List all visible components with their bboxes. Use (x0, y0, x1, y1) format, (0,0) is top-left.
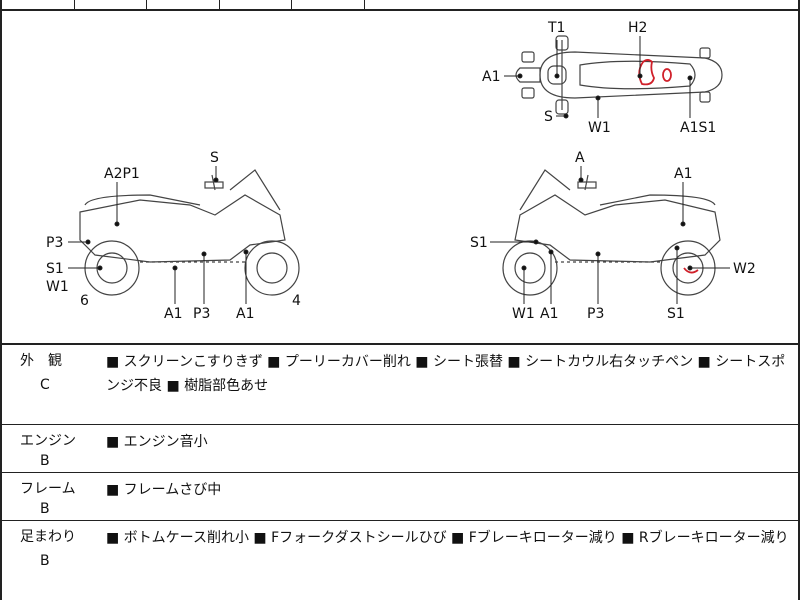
section-remarks: ■ フレームさび中 (106, 482, 222, 498)
section-label: 外 観 (20, 353, 62, 369)
left-view-scooter (79, 169, 300, 296)
section-remarks: ■ スクリーンこすりきず ■ プーリーカバー削れ ■ シート張替 ■ シートカウ… (106, 354, 786, 394)
label-s1: S1 (470, 235, 488, 251)
label-w1: W1 (588, 120, 611, 136)
section-label: エンジン (20, 433, 76, 449)
section-grade: B (40, 501, 50, 517)
header-divider (146, 0, 147, 10)
label-a1: A1 (236, 306, 254, 322)
label-s: S (210, 150, 219, 166)
header-divider (219, 0, 220, 10)
section-divider (0, 424, 800, 425)
diagram-labels: T1 H2 A1 S W1 A1S1 S A2P1 P3 S1 W1 6 A1 … (46, 20, 756, 322)
label-t1: T1 (547, 20, 565, 36)
label-p3: P3 (46, 235, 63, 251)
header-divider (74, 0, 75, 10)
section-suspension: 足まわり B ■ ボトムケース削れ小 ■ Fフォークダストシールひび ■ Fブレ… (0, 521, 800, 600)
label-w1: W1 (512, 306, 535, 322)
label-s1: S1 (46, 261, 64, 277)
label-a1s1: A1S1 (680, 120, 716, 136)
section-label: 足まわり (20, 529, 76, 545)
section-label: フレーム (20, 481, 76, 497)
label-a1: A1 (674, 166, 692, 182)
label-h2: H2 (628, 20, 647, 36)
label-s: S (544, 109, 553, 125)
section-frame: フレーム B ■ フレームさび中 (0, 473, 800, 520)
label-s1: S1 (667, 306, 685, 322)
section-divider (0, 472, 800, 473)
label-w1: W1 (46, 279, 69, 295)
label-a1: A1 (540, 306, 558, 322)
label-s1-w1: S1 W1 (46, 261, 69, 295)
section-divider (0, 520, 800, 521)
section-remarks: ■ ボトムケース削れ小 ■ Fフォークダストシールひび ■ Fブレーキローター減… (106, 530, 789, 546)
left-border (0, 0, 2, 600)
label-p3: P3 (193, 306, 210, 322)
diagram-bottom-line (0, 343, 800, 345)
header-divider (364, 0, 365, 10)
right-view-scooter (502, 169, 721, 296)
label-a1: A1 (482, 69, 500, 85)
label-w2: W2 (733, 261, 756, 277)
header-bottom-line (0, 9, 800, 11)
section-remarks: ■ エンジン音小 (106, 434, 208, 450)
label-a1: A1 (164, 306, 182, 322)
label-4: 4 (292, 293, 301, 309)
label-p3: P3 (587, 306, 604, 322)
section-grade: C (40, 377, 50, 393)
section-exterior: 外 観 C ■ スクリーンこすりきず ■ プーリーカバー削れ ■ シート張替 ■… (0, 345, 800, 424)
top-view-scooter (515, 35, 723, 115)
label-a2p1: A2P1 (104, 166, 140, 182)
right-border (798, 0, 800, 600)
label-6: 6 (80, 293, 89, 309)
header-divider (291, 0, 292, 10)
section-grade: B (40, 553, 50, 569)
leader-lines (68, 36, 730, 304)
label-a: A (575, 150, 585, 166)
damage-diagram: T1 H2 A1 S W1 A1S1 S A2P1 P3 S1 W1 6 A1 … (46, 20, 756, 322)
section-engine: エンジン B ■ エンジン音小 (0, 425, 800, 472)
section-grade: B (40, 453, 50, 469)
